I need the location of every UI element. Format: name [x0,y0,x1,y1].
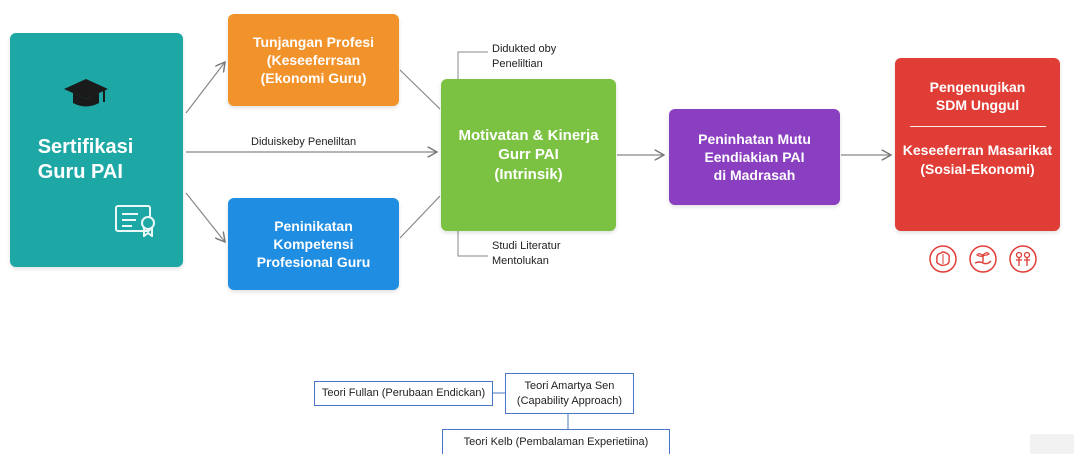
node-peningkatan: Peninikatan Kompetensi Profesional Guru [228,198,399,290]
line-penk-moti [399,195,441,239]
node-tunjangan: Tunjangan Profesi (Keseeferrsan (Ekonomi… [228,14,399,106]
annotation-top: Didukted oby Peneliltian [492,43,557,70]
node-peningkatan-label: Peninikatan Kompetensi Profesional Guru [256,217,371,271]
node-motivasi-label: Motivatan & Kinerja Gurr PAI (Intrinsik) [458,126,599,183]
bracket-top [457,51,488,79]
graduation-cap-icon [64,79,108,107]
bracket-bottom [457,231,488,257]
node-sdm-top-label: Pengenugikan SDM Unggul [929,79,1026,114]
node-sdm-divider [909,126,1046,128]
theory-fullan: Teori Fullan (Perubaan Endickan) [314,381,493,406]
brain-icon [929,245,957,273]
corner-placeholder [1030,434,1074,454]
node-sdm: Pengenugikan SDM Unggul Keseeferran Masa… [895,58,1060,231]
theory-sen: Teori Amartya Sen (Capability Approach) [505,373,634,414]
node-mutu: Peninhatan Mutu Eendiakian PAI di Madras… [669,109,840,205]
annotation-middle: Diduiskeby Peneliltan [251,136,357,148]
theory-kolb: Teori Kelb (Pembalaman Experietiina) [442,429,670,454]
node-sertifikasi-label: Sertifikasi Guru PAI [37,136,134,183]
arrow-sert-penk [185,192,225,242]
node-sdm-bottom-label: Keseeferran Masarikat (Sosial-Ekonomi) [902,142,1053,177]
certificate-icon [115,205,155,237]
node-tunjangan-label: Tunjangan Profesi (Keseeferrsan (Ekonomi… [252,33,375,87]
node-mutu-label: Peninhatan Mutu Eendiakian PAI di Madras… [698,130,811,184]
hand-plant-icon [969,245,997,273]
node-motivasi: Motivatan & Kinerja Gurr PAI (Intrinsik) [441,79,616,231]
arrow-sert-tunj [185,62,225,114]
line-tunj-moti [399,69,441,110]
impact-icons [928,244,1038,274]
annotation-bottom: Studi Literatur Mentolukan [492,240,561,267]
people-icon [1009,245,1037,273]
node-sertifikasi: Sertifikasi Guru PAI [10,33,183,267]
